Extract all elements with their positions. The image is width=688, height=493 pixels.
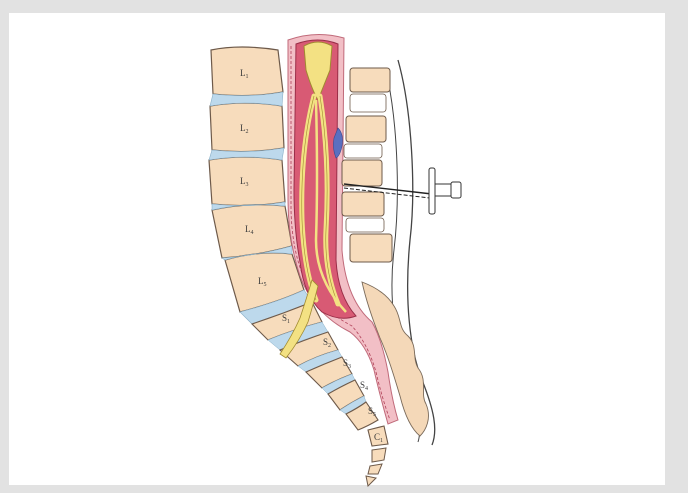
vertebra-l2 (210, 103, 284, 152)
posterior-elements (342, 68, 392, 262)
interlaminar-space-2 (344, 144, 382, 158)
needle-hub-wing (429, 168, 435, 214)
needle-hub (435, 184, 451, 196)
coccyx-segment-4 (366, 476, 376, 486)
lamina-5 (350, 234, 392, 262)
interlaminar-space-3 (346, 218, 384, 232)
coccyx-segment-3 (368, 464, 382, 474)
lamina-4 (342, 192, 384, 216)
needle-hub-cap (451, 182, 461, 198)
lamina-3 (342, 160, 382, 186)
interlaminar-space-1 (350, 94, 386, 112)
lamina-2 (346, 116, 386, 142)
vertebra-l1 (211, 47, 283, 96)
lamina-1 (350, 68, 390, 92)
coccyx-segment-2 (372, 448, 386, 462)
